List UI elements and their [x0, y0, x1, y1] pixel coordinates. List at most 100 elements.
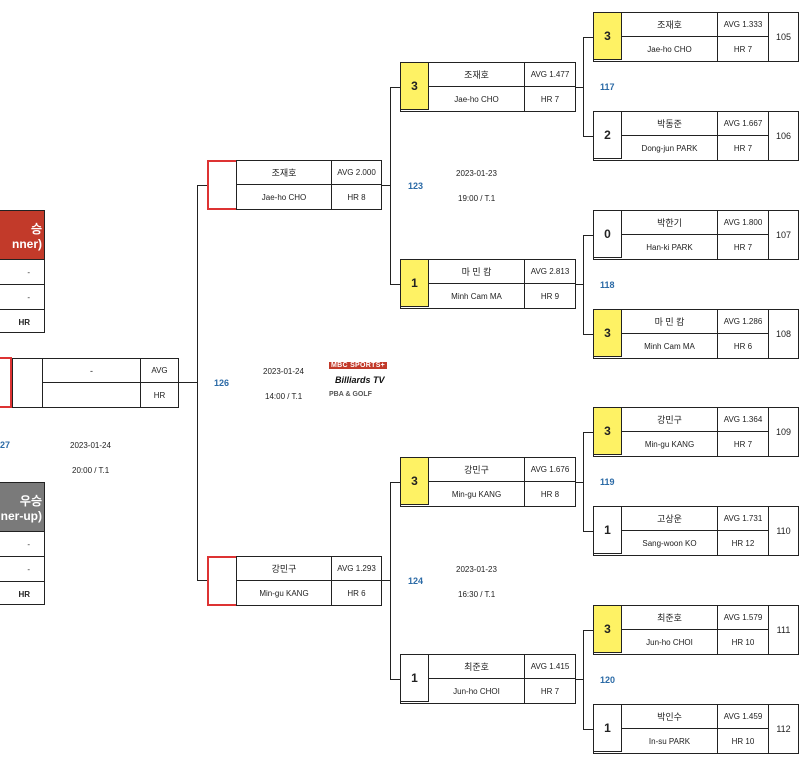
- r32-1-name-eng: Jae-ho CHO: [622, 37, 718, 61]
- r32-2-avg: AVG 1.667: [718, 112, 768, 136]
- runner-up-subtitle: ner-up): [0, 508, 42, 523]
- r32-match-119: 119: [600, 477, 615, 487]
- r16-card-3: 3 강민구 Min-gu KANG AVG 1.676 HR 8: [400, 457, 576, 507]
- qf-2-avg: AVG 1.293: [332, 557, 381, 581]
- champion-title: 승: [30, 221, 42, 236]
- r16-4-avg: AVG 1.415: [525, 655, 575, 679]
- qf-card-2: 강민구 Min-gu KANG AVG 1.293 HR 6: [236, 556, 382, 606]
- seed-106: 106: [769, 111, 799, 161]
- runner-up-hr: HR: [0, 581, 44, 606]
- r32-7-score: 3: [593, 605, 622, 653]
- r32-3-name-eng: Han-ki PARK: [622, 235, 718, 259]
- seed-105: 105: [769, 12, 799, 62]
- billiards-tv-logo: Billiards TV: [335, 375, 385, 385]
- r32-card-3: 0 박한기 Han-ki PARK AVG 1.800 HR 7: [593, 210, 769, 260]
- r32-5-score: 3: [593, 407, 622, 455]
- r32-8-name-eng: In-su PARK: [622, 729, 718, 753]
- r32-8-hr: HR 10: [731, 736, 755, 746]
- r32-6-name-kor: 고상운: [622, 507, 718, 531]
- r16-card-2: 1 마 민 캄 Minh Cam MA AVG 2.813 HR 9: [400, 259, 576, 309]
- r32-8-name-kor: 박인수: [622, 705, 718, 729]
- r32-4-hr: HR 6: [733, 341, 753, 351]
- qf-1-date: 2023-01-23: [456, 169, 497, 178]
- r16-2-hr: HR 9: [540, 291, 560, 301]
- qf-1-name-eng: Jae-ho CHO: [237, 185, 332, 209]
- champion-header: 승 nner): [0, 211, 44, 259]
- runner-up-panel: 우승 ner-up) - - HR: [0, 482, 45, 605]
- pba-golf-logo: PBA & GOLF: [329, 391, 372, 398]
- r32-3-name-kor: 박한기: [622, 211, 718, 235]
- r32-4-score: 3: [593, 309, 622, 357]
- r16-3-avg: AVG 1.676: [525, 458, 575, 482]
- champion-hr: HR: [0, 309, 44, 334]
- r32-3-avg: AVG 1.800: [718, 211, 768, 235]
- r32-6-avg: AVG 1.731: [718, 507, 768, 531]
- r32-match-117: 117: [600, 82, 615, 92]
- r16-4-name-kor: 최준호: [429, 655, 525, 679]
- qf-2-time: 16:30 / T.1: [458, 590, 496, 599]
- champion-row-1: -: [0, 259, 44, 284]
- champion-subtitle: nner): [12, 236, 42, 251]
- r32-8-avg: AVG 1.459: [718, 705, 768, 729]
- r16-4-hr: HR 7: [540, 686, 560, 696]
- qf-2-match-number: 124: [408, 576, 424, 586]
- qf-2-name-eng: Min-gu KANG: [237, 581, 332, 605]
- r32-card-1: 3 조재호 Jae-ho CHO AVG 1.333 HR 7: [593, 12, 769, 62]
- r16-3-hr: HR 8: [540, 489, 560, 499]
- seed-108: 108: [769, 309, 799, 359]
- final-center-avg: AVG: [141, 359, 178, 383]
- r16-3-score: 3: [400, 457, 429, 505]
- qf-2-name-kor: 강민구: [237, 557, 332, 581]
- r32-1-name-kor: 조재호: [622, 13, 718, 37]
- r16-2-avg: AVG 2.813: [525, 260, 575, 284]
- r16-1-name-eng: Jae-ho CHO: [429, 87, 525, 111]
- mbc-sports-logo: MBC SPORTS+: [329, 362, 388, 369]
- r32-3-score: 0: [593, 210, 622, 258]
- r32-5-name-kor: 강민구: [622, 408, 718, 432]
- r32-4-name-kor: 마 민 캄: [622, 310, 718, 334]
- r32-2-name-eng: Dong-jun PARK: [622, 136, 718, 160]
- r32-card-5: 3 강민구 Min-gu KANG AVG 1.364 HR 7: [593, 407, 769, 457]
- r32-7-name-kor: 최준호: [622, 606, 718, 630]
- semifinal-time: 14:00 / T.1: [265, 392, 303, 401]
- r16-1-hr: HR 7: [540, 94, 560, 104]
- qf-1-match-number: 123: [408, 181, 424, 191]
- r32-2-score: 2: [593, 111, 622, 159]
- champion-panel: 승 nner) - - HR: [0, 210, 45, 333]
- seed-111: 111: [769, 605, 799, 655]
- r32-6-name-eng: Sang-woon KO: [622, 531, 718, 555]
- semifinal-match-number: 126: [214, 378, 230, 388]
- qf-2-date: 2023-01-23: [456, 565, 497, 574]
- runner-up-title: 우승: [19, 493, 42, 508]
- qf-1-avg: AVG 2.000: [332, 161, 381, 185]
- r16-3-name-kor: 강민구: [429, 458, 525, 482]
- r32-2-name-kor: 박동준: [622, 112, 718, 136]
- qf-2-hr: HR 6: [347, 588, 366, 598]
- r32-card-4: 3 마 민 캄 Minh Cam MA AVG 1.286 HR 6: [593, 309, 769, 359]
- r32-card-6: 1 고상운 Sang-woon KO AVG 1.731 HR 12: [593, 506, 769, 556]
- r32-7-hr: HR 10: [731, 637, 755, 647]
- r32-7-name-eng: Jun-ho CHOI: [622, 630, 718, 654]
- r32-card-8: 1 박인수 In-su PARK AVG 1.459 HR 10: [593, 704, 769, 754]
- r16-2-name-eng: Minh Cam MA: [429, 284, 525, 308]
- r32-1-score: 3: [593, 12, 622, 60]
- seed-110: 110: [769, 506, 799, 556]
- r32-card-2: 2 박동준 Dong-jun PARK AVG 1.667 HR 7: [593, 111, 769, 161]
- semifinal-date: 2023-01-24: [263, 367, 304, 376]
- r32-6-score: 1: [593, 506, 622, 554]
- qf-1-time: 19:00 / T.1: [458, 194, 496, 203]
- runner-up-row-1: -: [0, 531, 44, 556]
- seed-107: 107: [769, 210, 799, 260]
- r32-4-avg: AVG 1.286: [718, 310, 768, 334]
- r16-card-4: 1 최준호 Jun-ho CHOI AVG 1.415 HR 7: [400, 654, 576, 704]
- qf-1-name-kor: 조재호: [237, 161, 332, 185]
- champion-row-2: -: [0, 284, 44, 309]
- r32-5-hr: HR 7: [733, 439, 753, 449]
- r32-3-hr: HR 7: [733, 242, 753, 252]
- r32-6-hr: HR 12: [731, 538, 755, 548]
- r32-5-avg: AVG 1.364: [718, 408, 768, 432]
- seed-112: 112: [769, 704, 799, 754]
- r32-4-name-eng: Minh Cam MA: [622, 334, 718, 358]
- final-time: 20:00 / T.1: [72, 466, 110, 475]
- final-center-name: -: [43, 359, 141, 383]
